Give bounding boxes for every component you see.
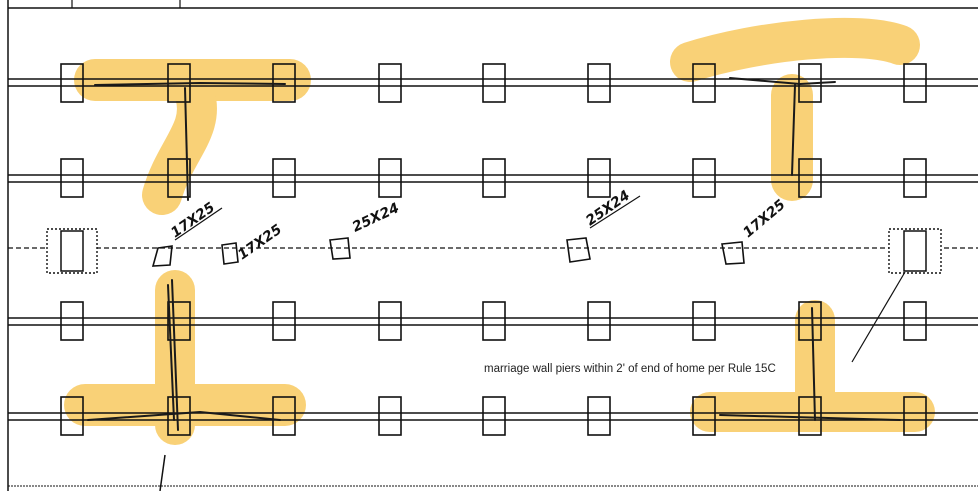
pier-block [272,396,296,436]
pier-block [378,158,402,198]
rule-annotation: marriage wall piers within 2' of end of … [484,363,776,375]
pier-block [587,301,611,341]
size-label: 17X25 [740,197,789,241]
pier-block [692,396,716,436]
pier-block [378,396,402,436]
pier-block [272,158,296,198]
pier-block [587,63,611,103]
pier-block [903,63,927,103]
marriage-end-piers [46,228,942,274]
pier-block [272,301,296,341]
pier-block [60,158,84,198]
pier-block [798,301,822,341]
drawing-border [7,0,978,491]
pier-block [378,301,402,341]
pier-block [482,301,506,341]
pier-block [482,63,506,103]
beam-lines [8,78,978,421]
pier-block [798,158,822,198]
size-label: 25X24 [583,188,633,230]
size-label: 25X24 [350,200,402,236]
pier-block [482,396,506,436]
pier-block [587,158,611,198]
pier-block [167,158,191,198]
pier-block [692,301,716,341]
leader-line [851,271,906,363]
pier-block [692,63,716,103]
hand-drawn-piers [151,237,745,267]
pier-block [60,63,84,103]
pier-block [167,396,191,436]
pier-block [903,158,927,198]
pier-block [482,158,506,198]
pier-block [798,396,822,436]
pier-block [60,396,84,436]
pier-block [903,396,927,436]
pier-block [587,396,611,436]
pier-block [167,301,191,341]
pier-block [60,301,84,341]
pier-block [903,301,927,341]
pen-strokes [87,77,901,431]
size-label: 17X25 [235,221,285,263]
dimension-tick [159,454,166,491]
size-labels: 17X25 17X25 25X24 25X24 17X25 [168,188,789,264]
pier-block [378,63,402,103]
pier-block [692,158,716,198]
